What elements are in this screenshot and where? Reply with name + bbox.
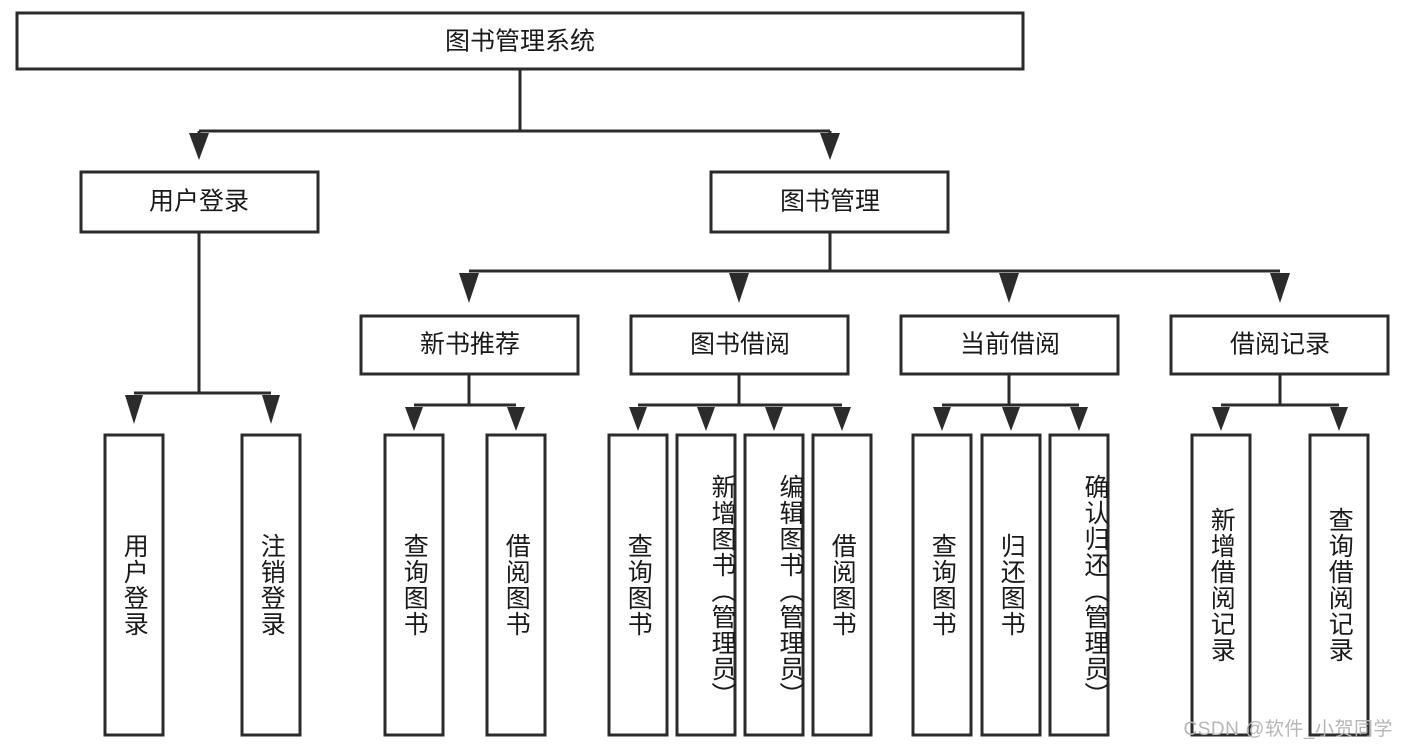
node-book-borrow[interactable]: 图书借阅: [629, 314, 850, 376]
edges-bookmgmt-to-level3: [459, 232, 1290, 303]
arrow-bookmgmt-to-book-borrow: [729, 273, 749, 303]
node-new-book-recommend-label: 新书推荐: [420, 331, 520, 359]
node-borrow-record-box[interactable]: [1169, 314, 1390, 376]
edges-newbook-to-leaves: [405, 374, 525, 431]
arrow-currentborrow-to-leaf-query-book: [933, 407, 951, 431]
node-current-borrow[interactable]: 当前借阅: [899, 314, 1120, 376]
leaf-query-book-borrow-box[interactable]: [607, 433, 669, 737]
leaf-add-book-admin-box[interactable]: [675, 433, 737, 737]
arrow-currentborrow-to-leaf-confirm-return: [1070, 407, 1088, 431]
node-new-book-recommend-box[interactable]: [359, 314, 580, 376]
arrow-bookmgmt-to-new-book-recommend: [459, 273, 479, 303]
arrow-root-to-book-management: [820, 133, 840, 160]
arrow-bookborrow-to-leaf-add-book: [697, 407, 715, 431]
arrow-userlogin-to-leaf-user-login: [125, 395, 143, 424]
arrow-bookborrow-to-leaf-query-book: [629, 407, 647, 431]
node-root[interactable]: 图书管理系统: [15, 11, 1025, 71]
leaf-return-book-box[interactable]: [980, 433, 1042, 737]
arrow-root-to-user-login: [189, 133, 209, 160]
node-user-login-label: 用户登录: [149, 188, 249, 216]
leaf-query-book-rec-box[interactable]: [383, 433, 445, 737]
edges-borrowrecord-to-leaves: [1212, 374, 1348, 431]
arrow-newbook-to-leaf-borrow-book: [507, 407, 525, 431]
node-book-management-box[interactable]: [709, 170, 950, 234]
leaf-borrow-book-box[interactable]: [811, 433, 873, 737]
arrow-bookborrow-to-leaf-edit-book: [765, 407, 783, 431]
node-borrow-record-label: 借阅记录: [1230, 331, 1330, 359]
arrow-newbook-to-leaf-query-book: [405, 407, 423, 431]
arrow-borrowrecord-to-leaf-add-record: [1212, 407, 1230, 431]
node-book-management[interactable]: 图书管理: [709, 170, 950, 234]
node-root-label: 图书管理系统: [445, 28, 595, 56]
leaf-logout-login-box[interactable]: [240, 433, 302, 737]
arrow-bookmgmt-to-current-borrow: [999, 273, 1019, 303]
node-user-login[interactable]: 用户登录: [79, 170, 320, 234]
leaf-query-borrow-record-box[interactable]: [1308, 433, 1370, 737]
node-new-book-recommend[interactable]: 新书推荐: [359, 314, 580, 376]
csdn-watermark: CSDN @软件_小贺同学: [1183, 719, 1393, 740]
leaf-user-login-box[interactable]: [103, 433, 165, 737]
node-book-borrow-box[interactable]: [629, 314, 850, 376]
node-book-management-label: 图书管理: [780, 188, 880, 216]
leaf-confirm-return-admin-box[interactable]: [1048, 433, 1110, 737]
leaf-edit-book-admin-box[interactable]: [743, 433, 805, 737]
leaf-borrow-book-rec-box[interactable]: [485, 433, 547, 737]
node-book-borrow-label: 图书借阅: [690, 331, 790, 359]
node-root-box[interactable]: [15, 11, 1025, 71]
arrow-borrowrecord-to-leaf-query-record: [1330, 407, 1348, 431]
leaf-query-book-current-box[interactable]: [911, 433, 973, 737]
edges-currentborrow-to-leaves: [933, 374, 1088, 431]
node-user-login-box[interactable]: [79, 170, 320, 234]
node-current-borrow-label: 当前借阅: [960, 331, 1060, 359]
leaf-add-borrow-record-box[interactable]: [1190, 433, 1252, 737]
node-current-borrow-box[interactable]: [899, 314, 1120, 376]
arrow-bookmgmt-to-borrow-record: [1270, 273, 1290, 303]
arrow-currentborrow-to-leaf-return-book: [1002, 407, 1020, 431]
node-borrow-record[interactable]: 借阅记录: [1169, 314, 1390, 376]
edges-bookborrow-to-leaves: [629, 374, 851, 431]
edges-userlogin-to-leaves: [125, 232, 280, 424]
edges-root-to-level2: [189, 69, 840, 160]
arrow-bookborrow-to-leaf-borrow-book: [833, 407, 851, 431]
leaf-boxes: [103, 433, 1370, 737]
arrow-userlogin-to-leaf-logout-login: [262, 395, 280, 424]
